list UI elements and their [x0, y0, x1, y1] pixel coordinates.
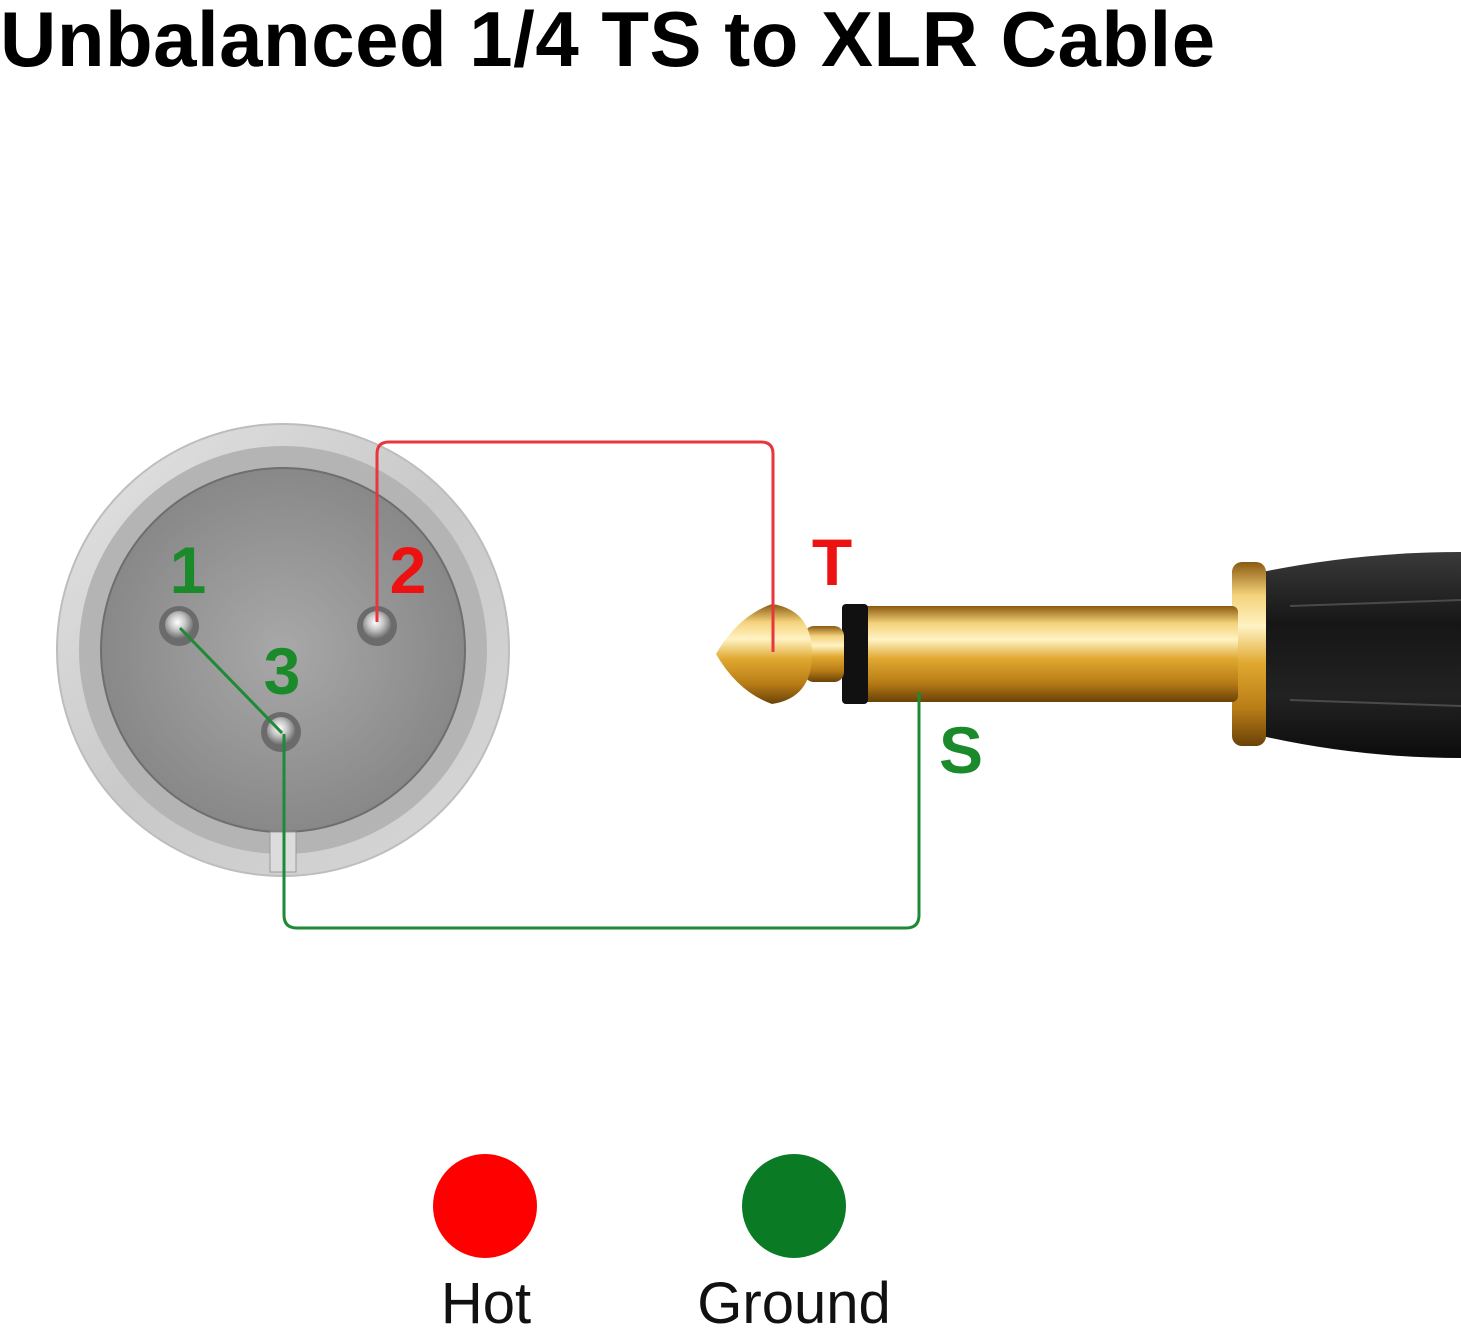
xlr-connector: 1 2 3 [56, 423, 510, 877]
hot-legend-label: Hot [440, 1271, 532, 1336]
plug-insulator [842, 604, 868, 704]
plug-collar [1232, 562, 1266, 746]
plug-tip-label: T [812, 525, 852, 599]
plug-body [1262, 552, 1461, 758]
ts-plug: T S [716, 525, 1461, 787]
xlr-pin-1-label: 1 [170, 533, 207, 607]
hot-wire [375, 440, 775, 652]
page-title: Unbalanced 1/4 TS to XLR Cable [0, 0, 1216, 83]
ground-wire [282, 692, 921, 930]
ground-legend-dot [742, 1154, 846, 1258]
plug-tip [716, 604, 812, 704]
ground-wire-jumper [178, 626, 284, 735]
plug-neck [804, 626, 844, 682]
xlr-pin-3-label: 3 [264, 634, 301, 708]
xlr-pin-2 [357, 606, 397, 646]
ground-legend-label: Ground [697, 1271, 891, 1336]
hot-legend-dot [433, 1154, 537, 1258]
xlr-pin-2-label: 2 [390, 533, 427, 607]
plug-sleeve [862, 606, 1238, 702]
plug-sleeve-label: S [939, 713, 983, 787]
